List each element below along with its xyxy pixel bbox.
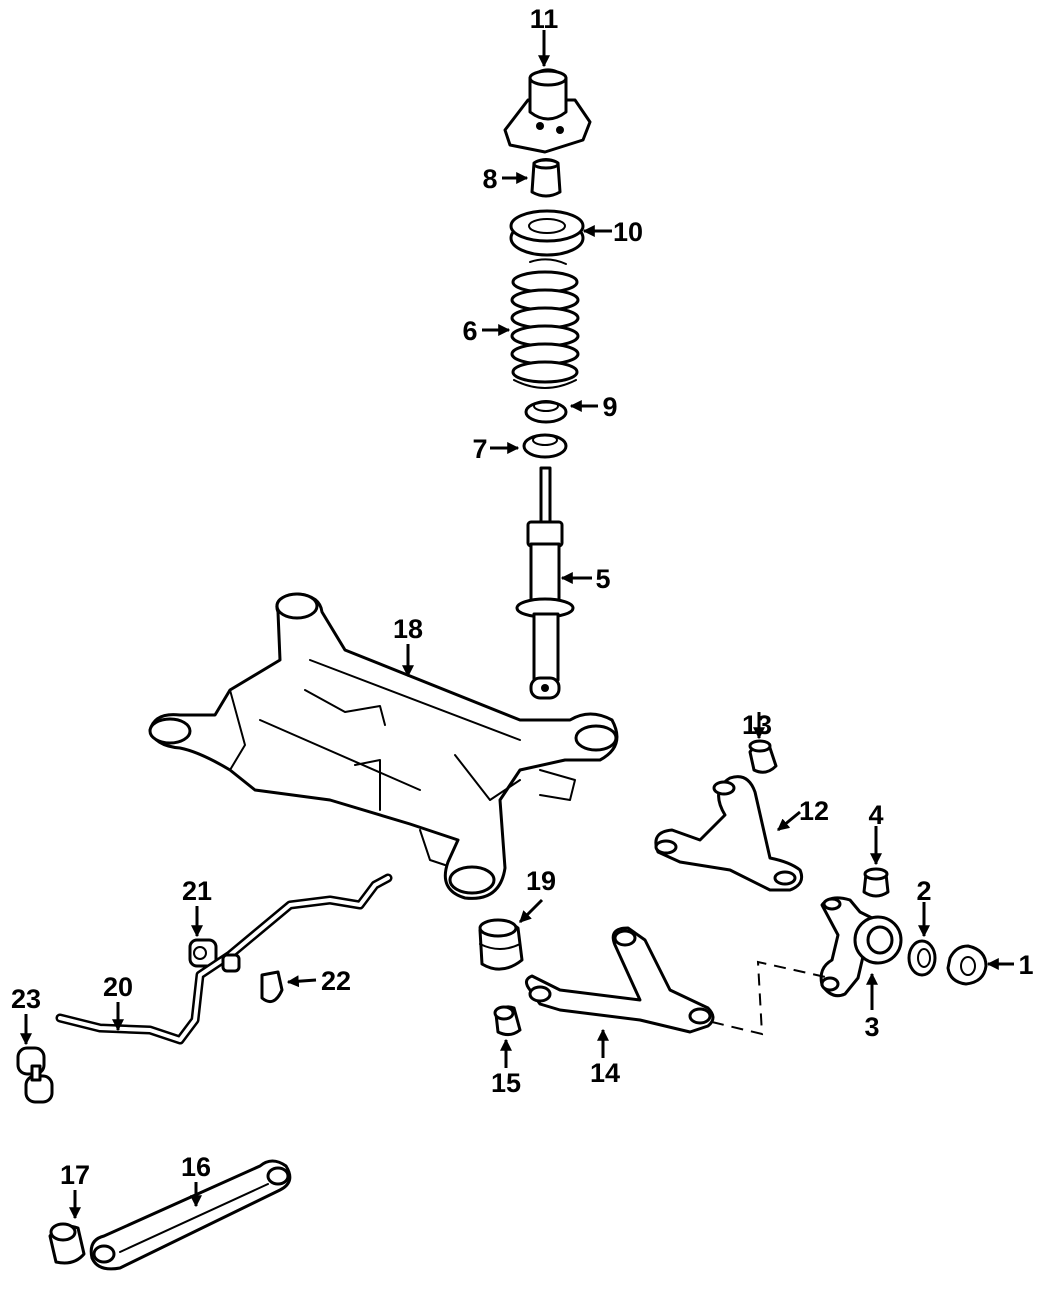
callout-14: 14 (590, 1058, 620, 1088)
callout-6: 6 (462, 316, 477, 346)
callout-21: 21 (182, 876, 212, 906)
callout-7: 7 (472, 434, 487, 464)
stabilizer-bracket-drawing (260, 970, 284, 1004)
arrow-22 (286, 975, 317, 988)
knuckle-bushing-drawing (862, 867, 890, 898)
callout-arrows (20, 30, 1014, 1220)
callout-16: 16 (181, 1152, 211, 1182)
callout-9: 9 (602, 392, 617, 422)
spring-insulator-drawing (524, 400, 568, 424)
lower-arm-bushing-drawing (493, 1005, 522, 1037)
stabilizer-bushing-drawing (188, 938, 218, 968)
stabilizer-link-drawing (16, 1046, 54, 1104)
wheel-bearing-drawing (907, 939, 937, 977)
callout-12: 12 (799, 796, 829, 826)
bump-stop-drawing (530, 158, 562, 198)
lower-control-arm-drawing (525, 926, 715, 1034)
shock-absorber-drawing (515, 466, 575, 700)
callout-3: 3 (864, 1012, 879, 1042)
callout-20: 20 (103, 972, 133, 1002)
callout-18: 18 (393, 614, 423, 644)
knuckle-drawing (819, 896, 903, 998)
callout-15: 15 (491, 1068, 521, 1098)
trailing-link-bushing-drawing (48, 1222, 86, 1265)
arrow-12 (777, 810, 801, 832)
callout-8: 8 (482, 164, 497, 194)
callout-1: 1 (1018, 950, 1033, 980)
stabilizer-bar-drawing (55, 873, 393, 1045)
callout-23: 23 (11, 984, 41, 1014)
upper-spring-seat-drawing (509, 209, 585, 257)
callout-13: 13 (742, 710, 772, 740)
callout-10: 10 (613, 217, 643, 247)
strut-mount-drawing (503, 68, 592, 154)
arrow-19 (518, 898, 544, 924)
callout-5: 5 (595, 564, 610, 594)
crossmember-drawing (148, 592, 619, 900)
callout-4: 4 (868, 800, 883, 830)
callout-2: 2 (916, 876, 931, 906)
callout-17: 17 (60, 1160, 90, 1190)
coil-spring-drawing (510, 258, 580, 389)
upper-arm-bushing-drawing (748, 739, 778, 774)
mount-bushing-drawing (478, 918, 524, 971)
trailing-link-drawing (89, 1159, 292, 1271)
hub-drawing (946, 944, 988, 986)
callout-22: 22 (321, 966, 351, 996)
callout-numbers: 11 8 10 6 9 7 5 18 13 12 4 2 1 3 19 14 1… (11, 4, 1034, 1190)
alignment-line (711, 960, 831, 1036)
upper-control-arm-drawing (654, 775, 804, 892)
lower-insulator-drawing (522, 433, 568, 459)
callout-11: 11 (530, 4, 559, 34)
callout-19: 19 (526, 866, 556, 896)
